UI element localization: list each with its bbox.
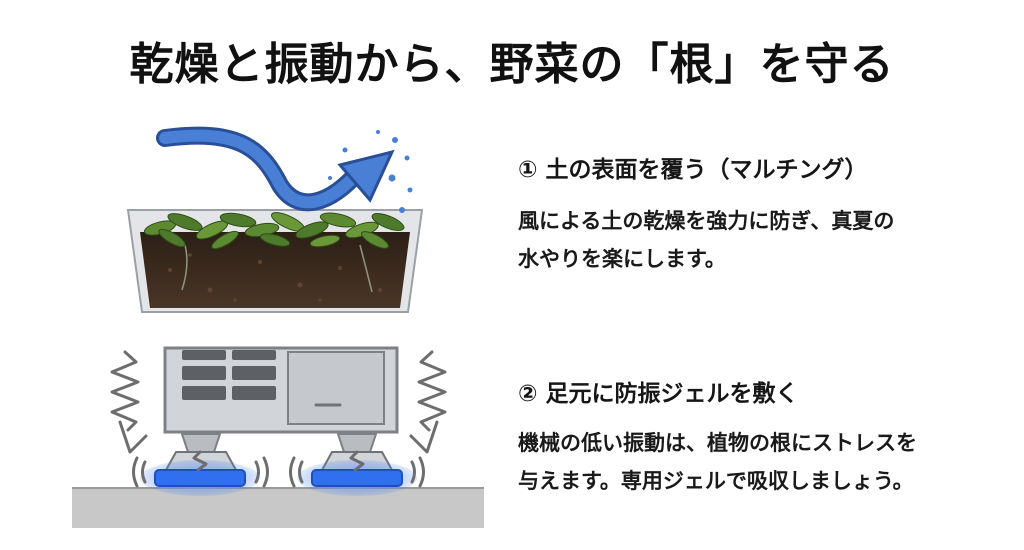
water-droplet-icon [328,130,413,213]
wind-arrow-icon [156,126,395,212]
mulch-layer [143,212,405,250]
section-1-body-line: 風による土の乾燥を強力に防ぎ、真夏の [518,209,895,233]
page-title: 乾燥と振動から、野菜の「根」を守る [129,39,895,90]
outdoor-ac-unit-illustration [163,346,399,471]
vibration-wave-icon [110,350,447,488]
section-1-body: 風による土の乾燥を強力に防ぎ、真夏の 水やりを楽にします。 [518,202,988,278]
planter-illustration [126,209,424,313]
section-2-heading: ② 足元に防振ジェルを敷く [518,381,799,407]
section-1-body-line: 水やりを楽にします。 [518,247,726,271]
section-2-body-line: 機械の低い振動は、植物の根にストレスを [518,431,917,455]
section-1-heading: ① 土の表面を覆う（マルチング） [518,157,868,183]
section-2-body-line: 与えます。専用ジェルで吸収しましょう。 [518,469,914,493]
ground [72,488,484,528]
section-2-body: 機械の低い振動は、植物の根にストレスを 与えます。専用ジェルで吸収しましょう。 [518,424,988,500]
